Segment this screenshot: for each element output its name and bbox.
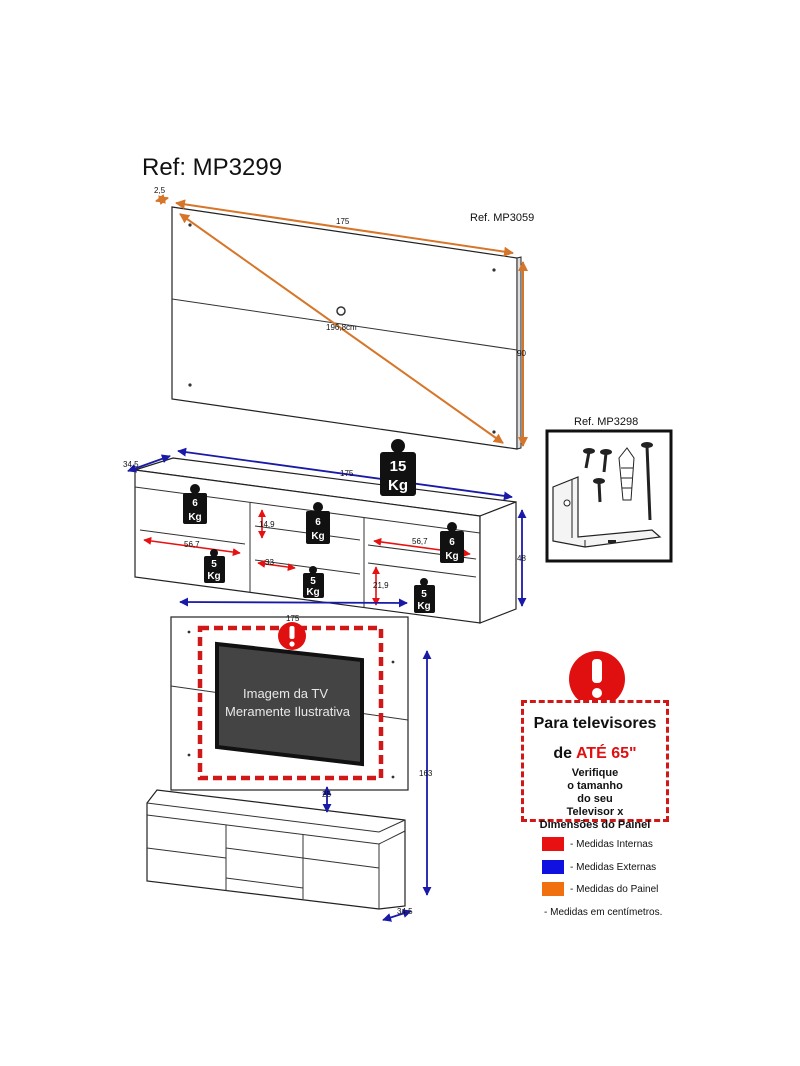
weight-icon-top: 15 Kg [380,439,416,496]
legend-swatch-orange [542,882,564,896]
panel-depth-label: 2,5 [154,186,166,195]
weight-icon-shelf-4: 5 Kg [204,549,225,583]
wall-plug-icon [618,447,635,501]
screw-icon [583,448,595,469]
svg-text:5: 5 [310,576,316,587]
inner-width-left-dimension [143,537,241,556]
legend-internal: - Medidas Internas [542,836,653,852]
panel-width-label: 175 [336,217,350,226]
svg-text:Kg: Kg [207,571,220,582]
hardware-illustration [545,429,673,563]
svg-text:Meramente Ilustrativa: Meramente Ilustrativa [225,704,351,719]
warning-line-1: Para televisores [533,715,657,732]
svg-text:Kg: Kg [306,587,319,598]
assembly-depth-label: 34,5 [397,907,413,916]
legend-external: - Medidas Externas [542,859,656,875]
inner-width-center-label: 33 [265,558,274,567]
rack-depth-label: 34,5 [123,460,139,469]
rack-width-label: 175 [340,469,354,478]
svg-text:Imagem da TV: Imagem da TV [243,686,328,701]
legend-panel: - Medidas do Painel [542,881,658,897]
rack-height-label: 48 [517,554,526,563]
max-tv-size: ATÉ 65" [575,745,637,762]
warning-icon-small [278,622,306,650]
units-note: - Medidas em centímetros. [544,907,663,918]
assembly-width-label: 175 [286,614,300,623]
assembly-height-label: 163 [419,769,433,778]
svg-text:6: 6 [192,498,198,509]
inner-width-left-label: 56,7 [184,540,200,549]
svg-text:5: 5 [421,589,427,600]
assembled-rack [146,789,406,910]
svg-text:Kg: Kg [188,512,201,523]
warning-details: Verifique o tamanho do seu Televisor x D… [539,767,651,831]
weight-icon-shelf-2: 6 Kg [306,502,330,544]
weight-icon-shelf-6: 5 Kg [414,578,435,613]
inner-width-right-label: 56,7 [412,537,428,546]
rack-width-dimension [177,447,513,501]
screw-icon [593,478,605,503]
inner-height-right-label: 21,9 [373,581,389,590]
svg-text:15: 15 [390,458,407,475]
screw-icon [600,449,612,473]
hardware-reference: Ref. MP3298 [574,416,639,428]
svg-text:5: 5 [211,559,217,570]
assembly-width-dimension [179,597,408,608]
tv-size-warning: Para televisores de ATÉ 65" Verifique o … [521,700,669,831]
assembly-depth-dimension [382,909,412,922]
assembly-gap-label: 25 [322,790,331,799]
warning-icon-large [569,651,625,707]
warning-line-2: de ATÉ 65" [553,745,637,762]
weight-icon-shelf-3: 6 Kg [440,522,464,563]
panel-diagonal-label: 196,8cm [326,323,357,332]
legend-swatch-blue [542,860,564,874]
long-screw-icon [641,442,653,521]
svg-text:Kg: Kg [388,477,408,494]
panel-height-label: 90 [517,349,526,358]
svg-text:Kg: Kg [445,551,458,562]
reference-title: Ref: MP3299 [142,154,283,181]
inner-height-center-label: 14,9 [259,520,275,529]
svg-text:Kg: Kg [417,601,430,612]
svg-text:6: 6 [315,517,321,528]
tv-illustration: Imagem da TV Meramente Ilustrativa [215,641,364,767]
svg-text:6: 6 [449,537,455,548]
legend-swatch-red [542,837,564,851]
inner-width-center-dimension [257,560,296,571]
weight-icon-shelf-1: 6 Kg [183,484,207,524]
wall-panel [155,193,528,450]
rack-depth-dimension [127,454,171,473]
weight-icon-shelf-5: 5 Kg [303,566,324,598]
svg-text:Kg: Kg [311,531,324,542]
